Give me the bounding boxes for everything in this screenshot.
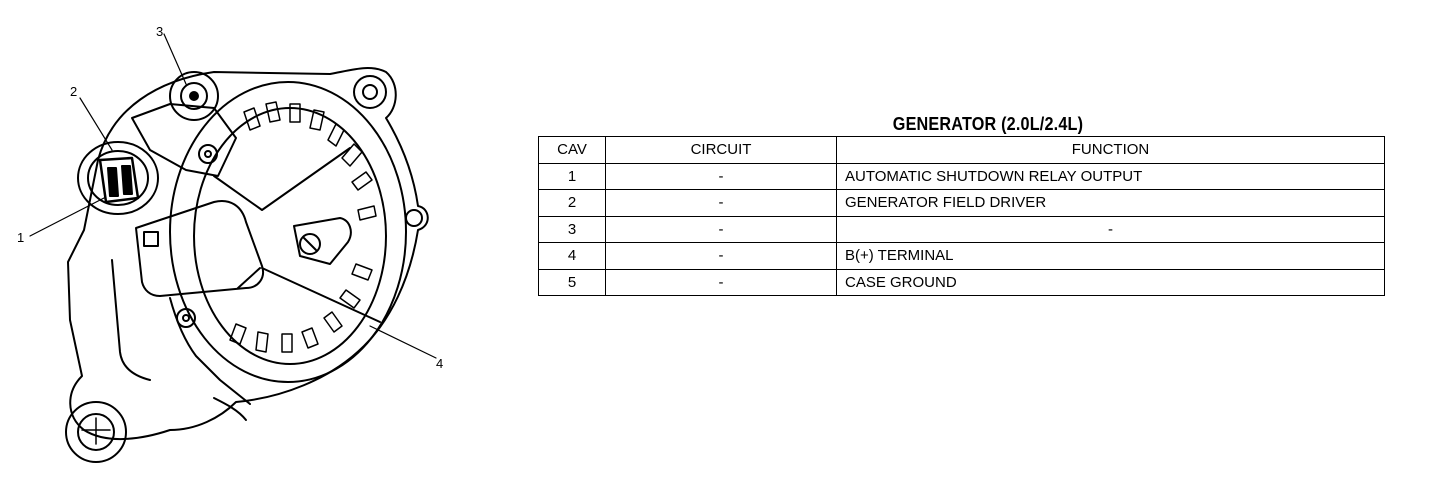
cell-function: AUTOMATIC SHUTDOWN RELAY OUTPUT (836, 162, 1385, 190)
header-circuit: CIRCUIT (605, 136, 837, 164)
cell-cav: 1 (538, 162, 606, 190)
table-row: 1 - AUTOMATIC SHUTDOWN RELAY OUTPUT (538, 162, 1385, 190)
callout-2: 2 (70, 84, 77, 99)
cell-circuit: - (605, 189, 837, 217)
cell-function: - (836, 215, 1385, 243)
table-row: 5 - CASE GROUND (538, 268, 1385, 296)
header-function: FUNCTION (836, 136, 1385, 164)
cell-function: GENERATOR FIELD DRIVER (836, 189, 1385, 217)
generator-housing (67, 67, 429, 440)
cell-function: CASE GROUND (836, 268, 1385, 296)
callout-1: 1 (17, 230, 24, 245)
table-row: 2 - GENERATOR FIELD DRIVER (538, 189, 1385, 217)
cell-cav: 5 (538, 268, 606, 296)
b-plus-terminal (169, 71, 219, 121)
table-title: GENERATOR (2.0L/2.4L) (892, 114, 1084, 134)
cell-cav: 2 (538, 189, 606, 217)
cell-cav: 4 (538, 242, 606, 270)
leader-line-4 (369, 325, 437, 359)
generator-connector-table: GENERATOR (2.0L/2.4L) CAV CIRCUIT FUNCTI… (538, 112, 1385, 296)
callout-4: 4 (436, 356, 443, 371)
cell-circuit: - (605, 162, 837, 190)
cell-circuit: - (605, 215, 837, 243)
leader-line-1 (29, 197, 105, 237)
callout-3: 3 (156, 24, 163, 39)
cell-circuit: - (605, 242, 837, 270)
leader-line-3 (163, 33, 187, 85)
header-cav: CAV (538, 136, 606, 164)
rotor-ring (169, 81, 407, 383)
terminal-3-mount (131, 103, 237, 177)
table-row: 3 - - (538, 215, 1385, 243)
table-row: 4 - B(+) TERMINAL (538, 242, 1385, 270)
leader-line-2 (79, 97, 113, 151)
regulator-cover (135, 200, 264, 297)
generator-diagram: 1 2 3 4 (17, 24, 443, 463)
mount-ear-top (353, 75, 387, 109)
cell-function: B(+) TERMINAL (836, 242, 1385, 270)
cell-circuit: - (605, 268, 837, 296)
mount-ear-bottom (65, 401, 127, 463)
ground-screw (299, 233, 321, 255)
pinout-table: CAV CIRCUIT FUNCTION 1 - AUTOMATIC SHUTD… (538, 136, 1385, 296)
field-connector (77, 141, 159, 215)
table-header-row: CAV CIRCUIT FUNCTION (538, 136, 1385, 164)
cell-cav: 3 (538, 215, 606, 243)
